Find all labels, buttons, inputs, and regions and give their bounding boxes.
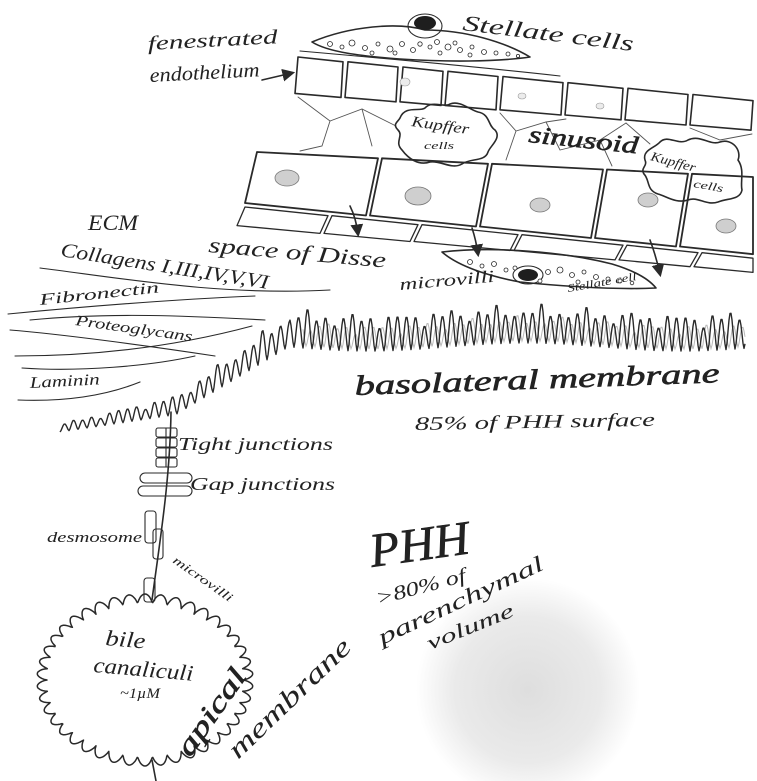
lipid-droplet bbox=[428, 45, 432, 49]
label-ecm: ECM bbox=[87, 210, 140, 235]
endothelial-nucleus bbox=[596, 103, 604, 109]
lipid-droplet bbox=[513, 266, 517, 270]
ecm-fibre bbox=[22, 356, 195, 369]
endothelial-cell bbox=[625, 88, 688, 125]
label-kupffer-left-cells: cells bbox=[424, 140, 454, 152]
endothelial-nucleus bbox=[400, 78, 410, 86]
hepatocyte-cell bbox=[595, 170, 688, 247]
lipid-droplet bbox=[492, 262, 497, 267]
desmosome-plaque bbox=[145, 511, 156, 543]
lipid-droplet bbox=[340, 45, 344, 49]
lipid-droplet bbox=[328, 42, 333, 47]
lipid-droplet bbox=[376, 42, 380, 46]
mesh-line bbox=[506, 131, 516, 160]
lipid-droplet bbox=[582, 270, 586, 274]
canaliculus-exit-line bbox=[152, 760, 156, 781]
label-membrane: membrane bbox=[221, 632, 357, 765]
endothelial-cell bbox=[345, 62, 398, 102]
label-basolateral-surface: 85% of PHH surface bbox=[415, 410, 655, 435]
lipid-droplet bbox=[494, 51, 498, 55]
lipid-droplet bbox=[349, 40, 355, 46]
endothelial-cell bbox=[690, 95, 753, 131]
lipid-droplet bbox=[370, 51, 374, 55]
lipid-droplet bbox=[570, 273, 575, 278]
label-laminin: Laminin bbox=[28, 371, 100, 392]
endothelium-pointer-arrow bbox=[262, 73, 292, 80]
mesh-line bbox=[300, 121, 330, 151]
lipid-droplet bbox=[453, 41, 457, 45]
lateral-membrane-line bbox=[152, 412, 171, 600]
label-canaliculi-size: ~1µM bbox=[120, 686, 162, 702]
label-kupffer-left: Kupffer bbox=[409, 114, 470, 138]
hepatocyte-nucleus bbox=[716, 219, 736, 233]
lipid-droplet bbox=[516, 54, 519, 57]
label-bile: bile bbox=[105, 625, 147, 653]
label-proteoglycans: Proteoglycans bbox=[73, 313, 194, 345]
disse-layer-cell bbox=[694, 253, 753, 273]
hepatocyte-nucleus bbox=[275, 170, 299, 186]
hepatocyte-nucleus bbox=[638, 193, 658, 207]
disse-layer-cell bbox=[619, 245, 698, 267]
hepatocyte-nucleus bbox=[530, 198, 550, 212]
label-fibronectin: Fibronectin bbox=[37, 280, 160, 310]
label-kupffer-right: Kupffer bbox=[648, 148, 698, 175]
lipid-droplet bbox=[458, 48, 463, 53]
label-gap-junctions: Gap junctions bbox=[190, 474, 335, 494]
lipid-droplet bbox=[470, 45, 474, 49]
label-canaliculi: canaliculi bbox=[93, 652, 195, 686]
lipid-droplet bbox=[435, 40, 440, 45]
endothelial-cell bbox=[565, 83, 623, 120]
label-sinusoid: sinusoid bbox=[527, 122, 640, 159]
lipid-droplet bbox=[418, 42, 422, 46]
endothelial-cell bbox=[400, 67, 443, 105]
lipid-droplet bbox=[482, 50, 487, 55]
lipid-droplet bbox=[438, 51, 442, 55]
endothelial-cell bbox=[500, 77, 563, 116]
mesh-line bbox=[362, 109, 372, 146]
lipid-droplet bbox=[387, 46, 393, 52]
label-tight-junctions: Tight junctions bbox=[178, 434, 333, 454]
mesh-line bbox=[298, 97, 396, 126]
label-basolateral-membrane: basolateral membrane bbox=[354, 358, 720, 402]
lipid-droplet bbox=[468, 260, 473, 265]
lipid-droplet bbox=[393, 51, 397, 55]
lipid-droplet bbox=[506, 52, 510, 56]
lipid-droplet bbox=[363, 46, 368, 51]
gap-junction-bar bbox=[140, 473, 192, 483]
label-endothelium: endothelium bbox=[149, 59, 260, 87]
ecm-fibre bbox=[30, 315, 265, 320]
label-fenestrated: fenestrated bbox=[147, 26, 279, 55]
stellate-cell-top-nucleus bbox=[414, 16, 436, 30]
label-microvilli-basolateral: microvilli bbox=[399, 267, 496, 294]
lipid-droplet bbox=[538, 279, 542, 283]
endothelial-nucleus bbox=[518, 93, 526, 99]
label-stellate-cells: Stellate cells bbox=[461, 10, 635, 56]
label-microvilli-apical: microvilli bbox=[170, 553, 235, 605]
lipid-droplet bbox=[400, 42, 405, 47]
endothelial-cell bbox=[445, 71, 498, 110]
lipid-droplet bbox=[557, 267, 563, 273]
lipid-droplet bbox=[504, 268, 508, 272]
lipid-droplet bbox=[411, 48, 416, 53]
endothelial-cell bbox=[295, 57, 343, 97]
stellate-cell-bottom-nucleus bbox=[518, 269, 538, 281]
lipid-droplet bbox=[445, 44, 451, 50]
lipid-droplet bbox=[468, 53, 472, 57]
hepatocyte-nucleus bbox=[405, 187, 431, 205]
label-stellate-cell: Stellate cell bbox=[566, 271, 637, 295]
label-desmosome: desmosome bbox=[47, 530, 142, 546]
hepatocyte-cell bbox=[245, 152, 378, 216]
lipid-droplet bbox=[546, 270, 551, 275]
